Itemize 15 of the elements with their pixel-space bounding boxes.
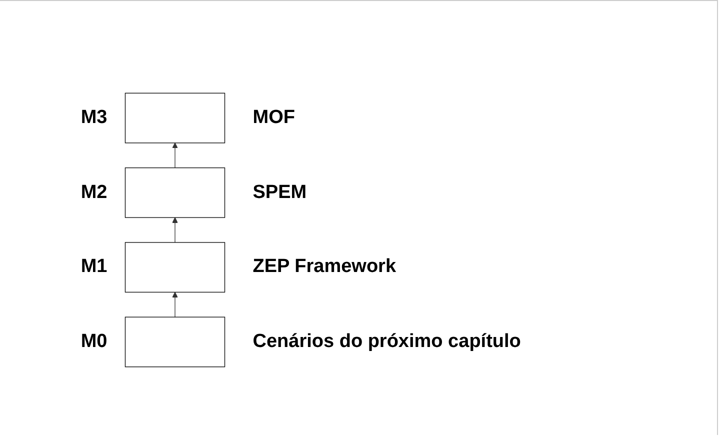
level-label: M2 [80, 182, 108, 204]
model-name: Cenários do próximo capítulo [252, 330, 521, 353]
node-box [124, 316, 226, 368]
arrow [172, 142, 178, 168]
arrow [172, 292, 178, 318]
model-name: SPEM [252, 182, 307, 204]
level-label: M0 [80, 330, 108, 353]
node-box [124, 92, 226, 144]
node-box [124, 167, 226, 218]
arrow [172, 217, 178, 243]
level-label: M3 [80, 107, 108, 130]
node-box [124, 242, 226, 293]
level-label: M1 [80, 256, 108, 278]
model-name: ZEP Framework [252, 256, 396, 278]
model-name: MOF [252, 107, 295, 130]
